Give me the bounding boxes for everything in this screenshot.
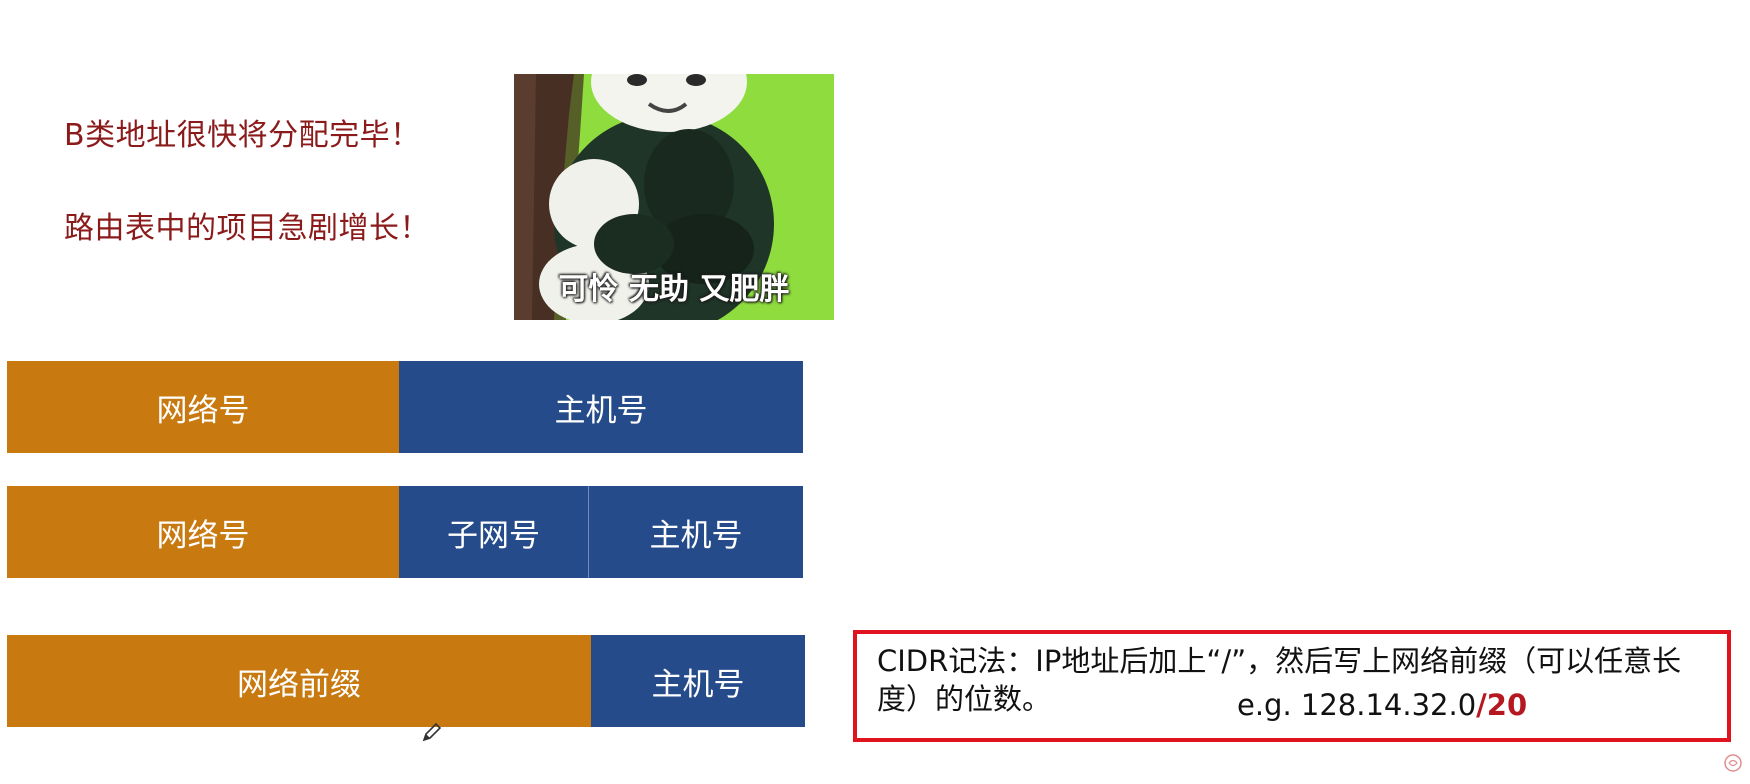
- pencil-icon: [422, 722, 442, 742]
- panda-illustration: [514, 74, 834, 320]
- host-number-segment: 主机号: [591, 635, 805, 727]
- host-number-segment: 主机号: [399, 361, 803, 453]
- address-structure-classful: 网络号 主机号: [7, 361, 803, 453]
- meme-caption: 可怜 无助 又肥胖: [558, 272, 790, 307]
- network-prefix-segment: 网络前缀: [7, 635, 591, 727]
- cidr-description: CIDR记法：IP地址后加上“/”，然后写上网络前缀（可以任意长度）的位数。: [877, 644, 1682, 716]
- watermark-icon: [1724, 754, 1742, 772]
- note-class-b-exhaustion: B类地址很快将分配完毕！: [64, 118, 421, 153]
- host-number-segment: 主机号: [588, 486, 803, 578]
- cidr-example-address: e.g. 128.14.32.0: [1237, 688, 1477, 722]
- network-number-segment: 网络号: [7, 486, 399, 578]
- subnet-number-segment: 子网号: [399, 486, 588, 578]
- cidr-example: e.g. 128.14.32.0/20: [1237, 686, 1527, 724]
- address-structure-cidr: 网络前缀 主机号: [7, 635, 805, 727]
- cidr-notation-box: CIDR记法：IP地址后加上“/”，然后写上网络前缀（可以任意长度）的位数。 e…: [853, 630, 1731, 742]
- network-number-segment: 网络号: [7, 361, 399, 453]
- address-structure-subnetted: 网络号 子网号 主机号: [7, 486, 803, 578]
- panda-meme-image: 可怜 无助 又肥胖: [514, 74, 834, 320]
- cidr-example-prefix: /20: [1476, 688, 1528, 722]
- note-routing-table-growth: 路由表中的项目急剧增长！: [64, 211, 430, 246]
